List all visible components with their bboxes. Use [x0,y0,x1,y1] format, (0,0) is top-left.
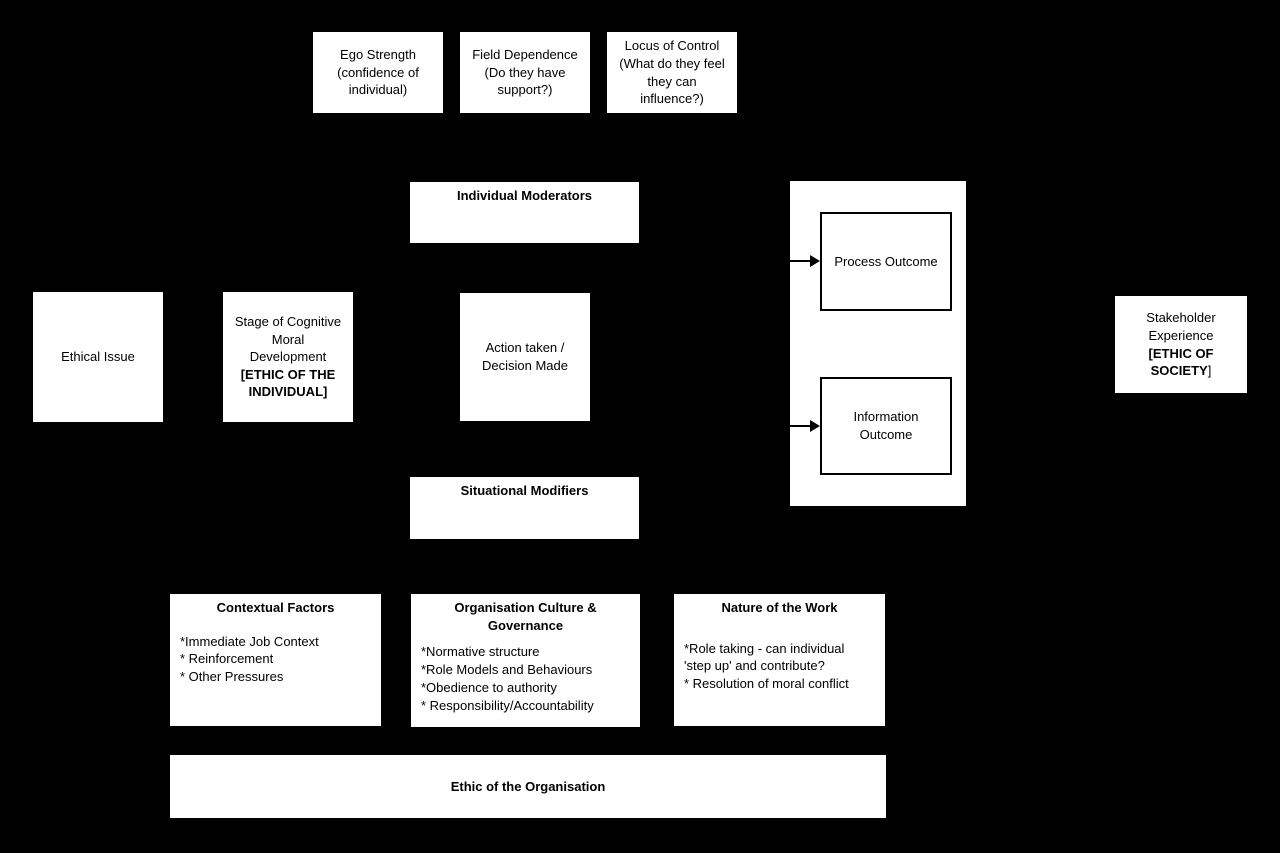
action-taken-box: Action taken / Decision Made [460,293,590,421]
ethic-of-individual-label: [ETHIC OF THE INDIVIDUAL] [240,366,336,400]
ethic-of-society-bracket: ] [1207,363,1212,379]
information-outcome-arrowhead-icon [810,420,820,432]
nature-of-the-work-box: Nature of the Work *Role taking - can in… [674,594,885,726]
contextual-factors-items: *Immediate Job Context * Reinforcement *… [180,633,319,685]
process-outcome-box: Process Outcome [820,212,952,311]
locus-of-control-label: Locus of Control (What do they feel they… [619,38,725,107]
ethic-of-the-organisation-label: Ethic of the Organisation [450,778,606,794]
organisation-culture-governance-items: *Normative structure *Role Models and Be… [421,644,594,713]
individual-moderators-title: Individual Moderators [456,188,593,203]
situational-modifiers-title: Situational Modifiers [460,483,589,498]
field-dependence-label: Field Dependence (Do they have support?) [472,47,578,98]
process-outcome-label: Process Outcome [834,253,938,269]
action-taken-label: Action taken / Decision Made [482,340,568,373]
ethic-of-the-organisation-box: Ethic of the Organisation [170,755,886,818]
situational-modifiers-box: Situational Modifiers [410,477,639,539]
individual-moderators-box: Individual Moderators [410,182,639,243]
ego-strength-label: Ego Strength (confidence of individual) [337,47,419,98]
ethical-issue-box: Ethical Issue [33,292,163,422]
information-outcome-arrow-line [790,425,810,427]
stakeholder-experience-label: Stakeholder Experience [1146,310,1216,343]
nature-of-the-work-title: Nature of the Work [721,600,838,615]
nature-of-the-work-items: *Role taking - can individual 'step up' … [684,640,849,692]
process-outcome-arrowhead-icon [810,255,820,267]
ethical-issue-label: Ethical Issue [61,349,135,365]
information-outcome-label: Information Outcome [853,409,919,442]
contextual-factors-box: Contextual Factors *Immediate Job Contex… [170,594,381,726]
process-outcome-arrow-line [790,260,810,262]
stage-of-cognitive-moral-development-box: Stage of Cognitive Moral Development [ET… [223,292,353,422]
organisation-culture-governance-box: Organisation Culture & Governance *Norma… [411,594,640,727]
field-dependence-box: Field Dependence (Do they have support?) [460,32,590,113]
ethic-of-society-label: [ETHIC OF SOCIETY [1148,345,1214,379]
stakeholder-experience-box: Stakeholder Experience [ETHIC OF SOCIETY… [1115,296,1247,393]
ego-strength-box: Ego Strength (confidence of individual) [313,32,443,113]
contextual-factors-title: Contextual Factors [216,600,335,615]
ethic-of-society-line: [ETHIC OF SOCIETY] [1149,345,1214,380]
information-outcome-box: Information Outcome [820,377,952,475]
organisation-culture-governance-title: Organisation Culture & Governance [454,600,597,633]
locus-of-control-box: Locus of Control (What do they feel they… [607,32,737,113]
stage-cmd-label: Stage of Cognitive Moral Development [234,314,342,365]
